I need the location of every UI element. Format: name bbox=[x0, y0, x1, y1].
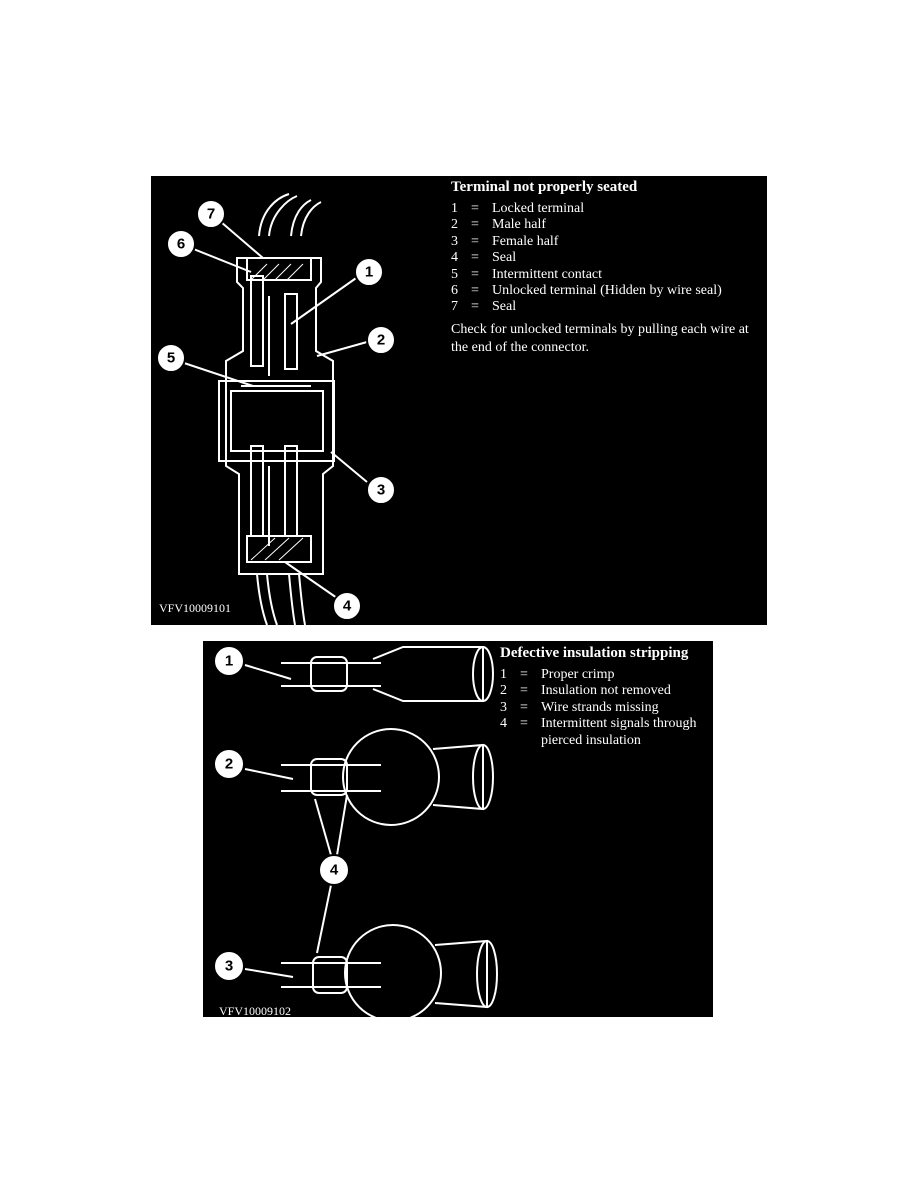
legend-list: 1=Proper crimp 2=Insulation not removed … bbox=[500, 667, 712, 749]
callout-label: 3 bbox=[225, 958, 233, 975]
terminal bbox=[250, 445, 264, 537]
callout-4 bbox=[318, 854, 350, 886]
legend-note: Check for unlocked terminals by pulling … bbox=[451, 321, 749, 355]
callout-1 bbox=[213, 645, 245, 677]
wire bbox=[290, 199, 312, 237]
callout-3 bbox=[366, 475, 396, 505]
crimp-illustration: 1 2 4 3 bbox=[213, 645, 498, 1017]
crimp-insulation bbox=[310, 758, 348, 796]
callout-label: 5 bbox=[167, 350, 175, 367]
crimp-proper bbox=[310, 656, 348, 692]
wire bbox=[298, 573, 306, 625]
female-inner bbox=[230, 390, 324, 452]
terminal bbox=[250, 275, 264, 367]
legend-item: 4=Seal bbox=[451, 250, 517, 266]
legend-title: Defective insulation stripping bbox=[500, 645, 689, 661]
legend-item: 6=Unlocked terminal (Hidden by wire seal… bbox=[451, 283, 722, 299]
legend-item: 4=Intermittent signals through pierced i… bbox=[500, 716, 697, 748]
figure-terminal-not-seated: 7 6 1 2 5 3 4 Terminal not properly seat… bbox=[151, 176, 767, 625]
wire bbox=[258, 193, 290, 237]
callout-6 bbox=[166, 229, 196, 259]
legend-title: Terminal not properly seated bbox=[451, 179, 638, 195]
wire bbox=[288, 573, 296, 625]
legend-item: 3=Female half bbox=[451, 233, 559, 249]
detail-circle bbox=[342, 728, 440, 826]
callout-label: 1 bbox=[365, 264, 373, 281]
figure-code: VFV10009101 bbox=[159, 601, 232, 615]
terminal bbox=[284, 445, 298, 537]
callout-4 bbox=[332, 591, 362, 621]
callout-3 bbox=[213, 950, 245, 982]
callout-5 bbox=[156, 343, 186, 373]
wire bbox=[300, 201, 322, 237]
legend-item: 3=Wire strands missing bbox=[500, 699, 659, 715]
legend: Terminal not properly seated 1=Locked te… bbox=[451, 178, 767, 357]
seal-top bbox=[246, 257, 312, 281]
legend-list: 1=Locked terminal 2=Male half 3=Female h… bbox=[451, 201, 767, 316]
callout-label: 2 bbox=[225, 756, 233, 773]
callout-label: 6 bbox=[177, 236, 185, 253]
legend-item: 2=Insulation not removed bbox=[500, 683, 671, 699]
callout-label: 4 bbox=[343, 598, 352, 615]
legend: Defective insulation stripping 1=Proper … bbox=[500, 644, 712, 749]
callout-label: 3 bbox=[377, 482, 385, 499]
figure-code: VFV10009102 bbox=[219, 1004, 292, 1017]
callout-7 bbox=[196, 199, 226, 229]
legend-item: 7=Seal bbox=[451, 299, 517, 315]
connector-illustration: 7 6 1 2 5 3 4 bbox=[156, 193, 396, 625]
legend-item: 1=Locked terminal bbox=[451, 201, 585, 216]
callout-label: 4 bbox=[330, 862, 339, 879]
callout-label: 1 bbox=[225, 653, 233, 670]
crimp-missing-strands bbox=[312, 956, 348, 994]
legend-item: 1=Proper crimp bbox=[500, 667, 615, 682]
female-half bbox=[218, 380, 335, 462]
legend-item: 5=Intermittent contact bbox=[451, 266, 603, 282]
terminal bbox=[284, 293, 298, 370]
seal-bottom bbox=[246, 535, 312, 563]
detail-circle bbox=[344, 924, 442, 1017]
wire bbox=[266, 573, 278, 625]
callout-label: 2 bbox=[377, 332, 385, 349]
callout-2 bbox=[213, 748, 245, 780]
wire bbox=[268, 195, 298, 237]
callout-1 bbox=[354, 257, 384, 287]
connector-housing bbox=[225, 257, 334, 575]
figure-defective-insulation-stripping: 1 2 4 3 Defective insulation stripping 1… bbox=[203, 641, 713, 1017]
callout-2 bbox=[366, 325, 396, 355]
legend-item: 2=Male half bbox=[451, 217, 547, 233]
wire bbox=[256, 573, 268, 625]
callout-label: 7 bbox=[207, 206, 215, 223]
